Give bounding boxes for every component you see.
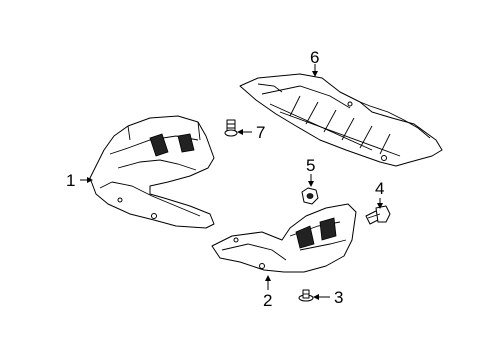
callout-1: 1 [66,171,76,190]
callout-5: 5 [306,156,316,175]
callout-2: 2 [263,291,273,310]
part-4-bolt [365,205,391,225]
part-6-engine-under-cover [239,73,443,167]
callout-4: 4 [375,179,385,198]
part-5-nut [301,187,319,205]
part-1-under-cover-left [89,115,215,229]
callout-7: 7 [256,123,266,142]
part-3-clip [298,289,314,302]
part-7-bolt [224,119,238,137]
callout-3: 3 [334,288,344,307]
part-2-under-cover-right [211,203,357,273]
callout-6: 6 [310,48,320,67]
